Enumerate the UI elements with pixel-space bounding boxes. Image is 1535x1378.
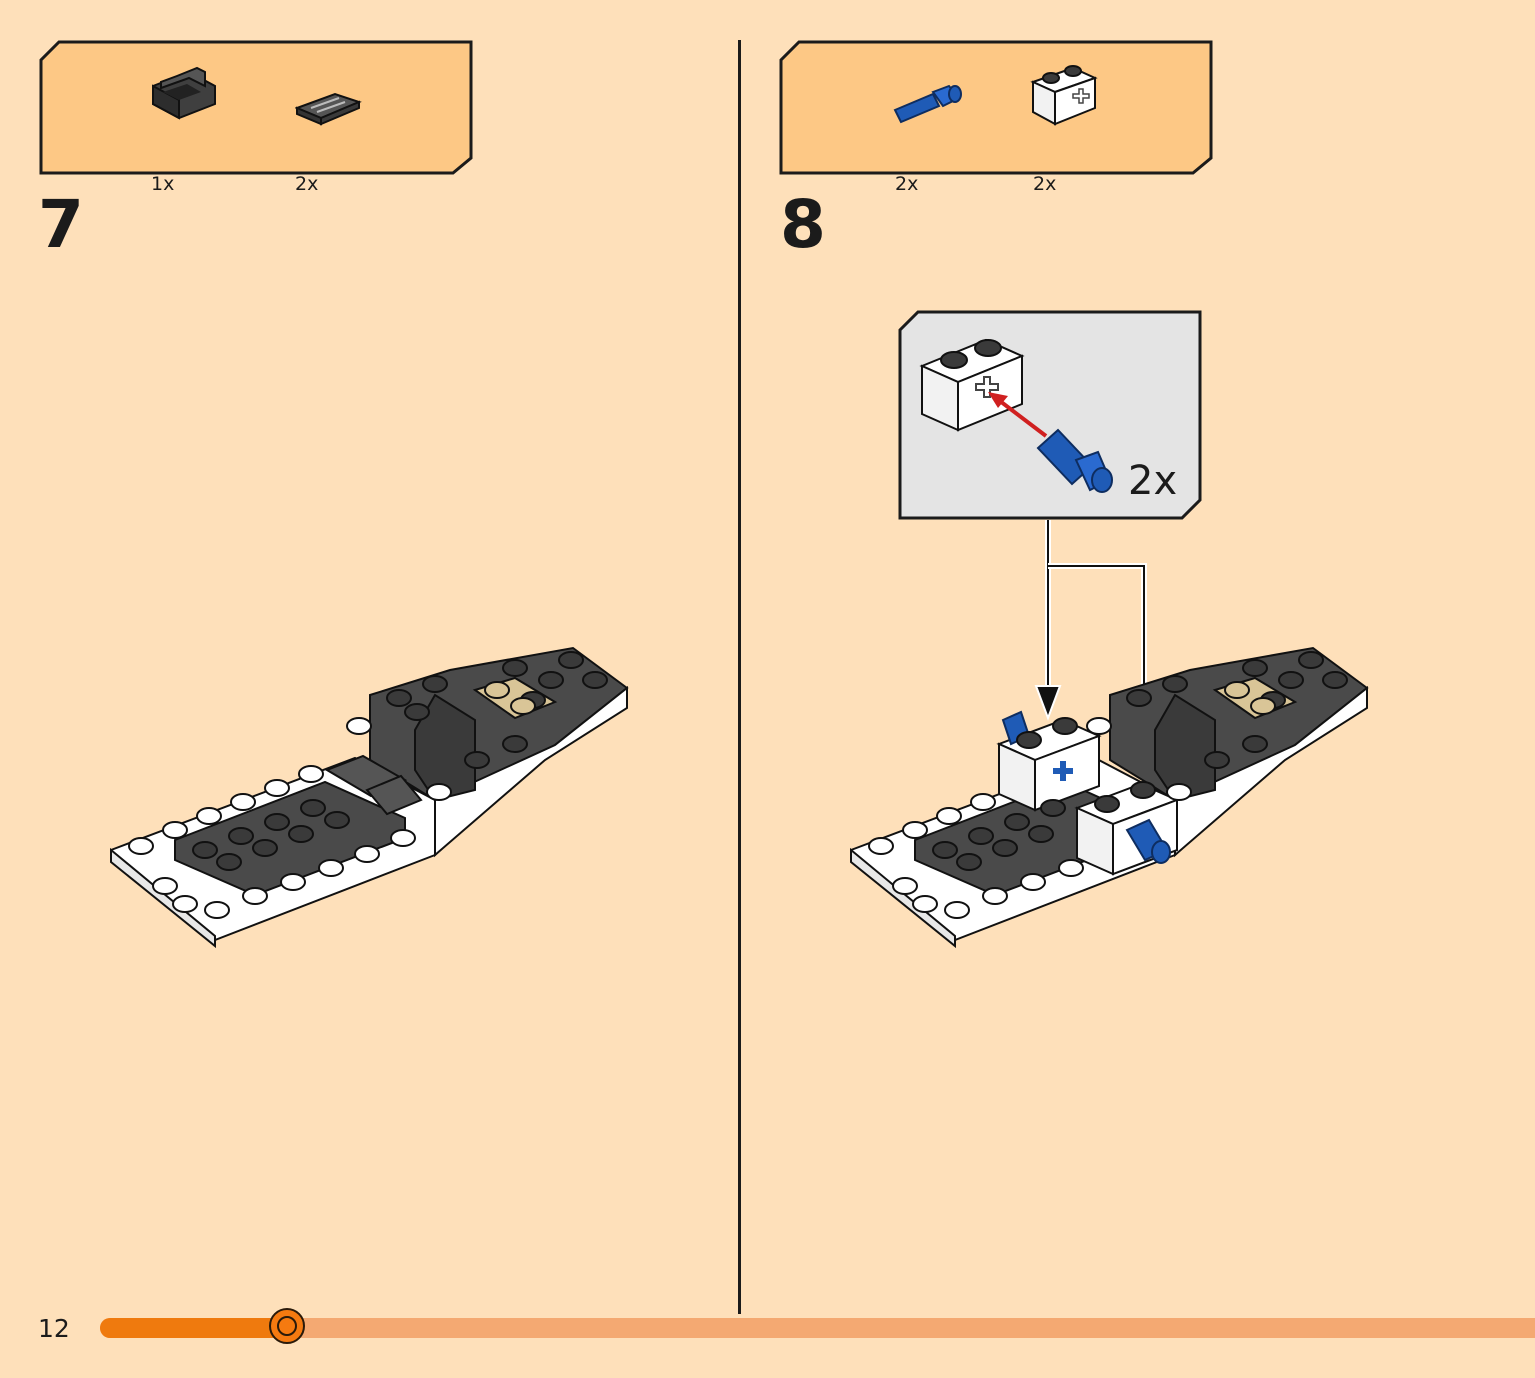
dark-gray-grille-tile-icon — [295, 92, 362, 126]
sub-assembly-callout — [898, 310, 1202, 522]
step7-parts-box: 1x 2x — [39, 40, 473, 195]
blue-axle-pin-icon — [893, 84, 962, 124]
progress-marker — [269, 1308, 305, 1344]
step7-model-illustration — [110, 646, 629, 949]
callout-qty: 2x — [1128, 458, 1178, 504]
part-qty: 2x — [295, 173, 319, 195]
white-axle-brick-icon — [1030, 65, 1098, 126]
dark-gray-seat-piece-icon — [152, 66, 216, 120]
step8-parts-box: 2x 2x — [779, 40, 1213, 195]
page-progress-bar — [100, 1308, 1535, 1344]
part-qty: 1x — [151, 173, 175, 195]
step-divider — [738, 40, 741, 1314]
page-number: 12 — [38, 1314, 70, 1343]
step8-model-illustration — [850, 646, 1369, 949]
part-qty: 2x — [1033, 173, 1057, 195]
part-qty: 2x — [895, 173, 919, 195]
step-number: 7 — [38, 186, 84, 263]
step-number: 8 — [780, 186, 826, 263]
progress-fill — [100, 1318, 287, 1338]
